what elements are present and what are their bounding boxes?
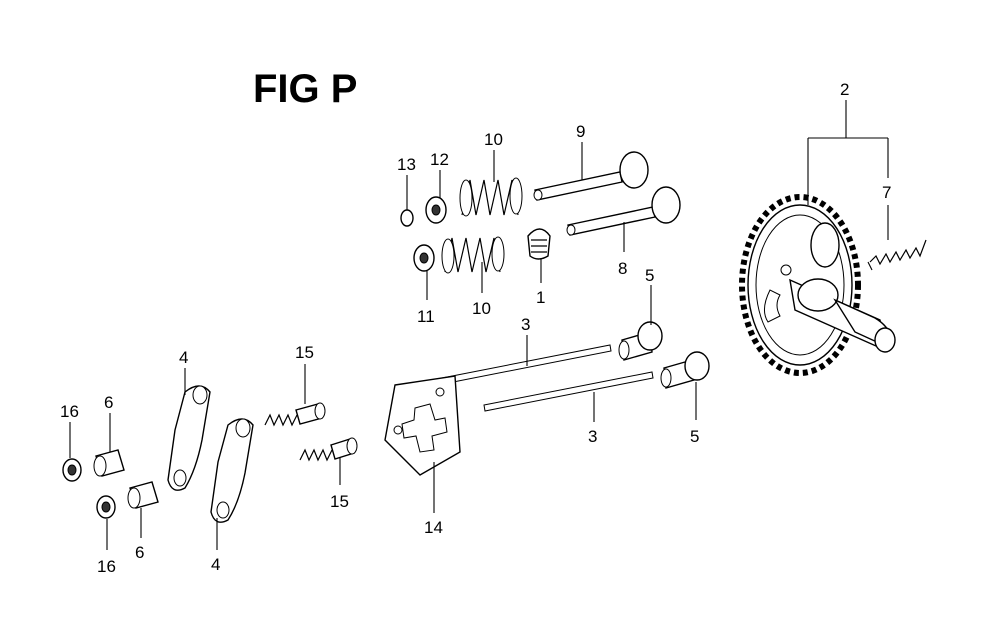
callout-labels: 2 7 9 10 12 13 8 1 10 11 5 3 3 5 15 15 1… bbox=[60, 80, 891, 576]
callout-7: 7 bbox=[882, 183, 891, 202]
callout-4-upper: 4 bbox=[179, 348, 188, 367]
callout-10-upper: 10 bbox=[484, 130, 503, 149]
callout-5-upper: 5 bbox=[645, 266, 654, 285]
callout-16-upper: 16 bbox=[60, 402, 79, 421]
tappet-lower-part bbox=[660, 351, 710, 389]
callout-15-lower: 15 bbox=[330, 492, 349, 511]
callout-16-lower: 16 bbox=[97, 557, 116, 576]
callout-3-upper: 3 bbox=[521, 315, 530, 334]
tappet-upper-part bbox=[618, 321, 663, 361]
pivot-bolt-upper-part bbox=[264, 402, 326, 427]
callout-13: 13 bbox=[397, 155, 416, 174]
valve-collet-part bbox=[400, 209, 414, 227]
rocker-pivot-upper-part bbox=[93, 449, 125, 477]
callout-6-lower: 6 bbox=[135, 543, 144, 562]
lock-nut-upper-part bbox=[62, 458, 82, 482]
push-rod-lower-part bbox=[483, 371, 654, 412]
callout-4-lower: 4 bbox=[211, 555, 220, 574]
rocker-arm-lower-part bbox=[210, 418, 254, 523]
valve-retainer-lower-part bbox=[413, 244, 435, 272]
callout-3-lower: 3 bbox=[588, 427, 597, 446]
callout-8: 8 bbox=[618, 259, 627, 278]
callout-10-lower: 10 bbox=[472, 299, 491, 318]
valve-stem-seal-part bbox=[527, 228, 551, 260]
lock-nut-lower-part bbox=[96, 495, 116, 519]
rocker-pivot-lower-part bbox=[127, 481, 159, 509]
push-rod-guide-plate-part bbox=[384, 375, 461, 476]
decompressor-spring-part bbox=[867, 239, 927, 271]
callout-5-lower: 5 bbox=[690, 427, 699, 446]
camshaft-gear-part bbox=[739, 194, 896, 376]
figure-title: FIG P bbox=[253, 67, 357, 111]
valve-spring-lower-part bbox=[441, 236, 505, 274]
callout-9: 9 bbox=[576, 122, 585, 141]
valve-retainer-upper-part bbox=[425, 196, 447, 224]
intake-valve-part bbox=[566, 186, 681, 236]
callout-2: 2 bbox=[840, 80, 849, 99]
exhaust-valve-part bbox=[533, 151, 649, 201]
rocker-arm-upper-part bbox=[167, 385, 211, 491]
pivot-bolt-lower-part bbox=[299, 437, 358, 462]
callout-14: 14 bbox=[424, 518, 443, 537]
callout-15-upper: 15 bbox=[295, 343, 314, 362]
valve-spring-upper-part bbox=[459, 177, 523, 217]
callout-11: 11 bbox=[417, 307, 435, 326]
callout-1: 1 bbox=[536, 288, 545, 307]
callout-6-upper: 6 bbox=[104, 393, 113, 412]
leader-lines bbox=[69, 100, 889, 550]
callout-12: 12 bbox=[430, 150, 449, 169]
